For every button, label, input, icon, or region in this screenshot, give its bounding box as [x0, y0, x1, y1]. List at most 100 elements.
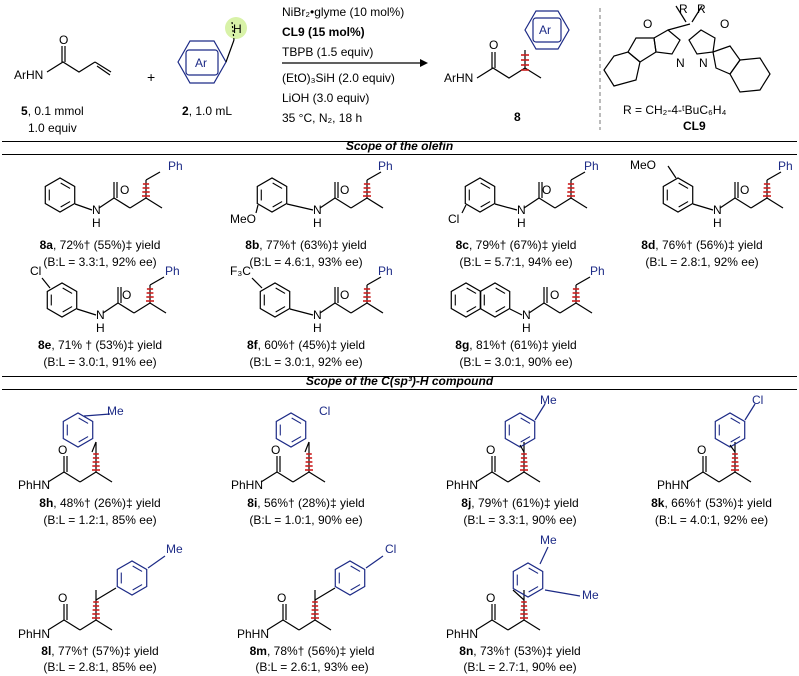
- reactant-5-structure: [46, 46, 112, 76]
- 8h-aryl-ring: [62, 412, 94, 448]
- 8h-caption: 8h, 48%† (26%)‡ yield: [39, 496, 161, 510]
- 8c-ratio: (B:L = 5.7:1, 94% ee): [459, 255, 573, 269]
- 8a-oxygen: O: [120, 183, 130, 197]
- 8d-hydrogen: H: [713, 216, 722, 230]
- 8c-aryl-ring: [464, 177, 496, 213]
- 8l-phhn: PhHN: [18, 627, 51, 641]
- 8i-ratio: (B:L = 1.0:1, 90% ee): [249, 513, 363, 527]
- 8i-cl: Cl: [319, 404, 331, 418]
- 8d-oxygen: O: [740, 183, 750, 197]
- 8a-ph: Ph: [168, 159, 183, 173]
- 8f-aryl-ring: [259, 282, 291, 318]
- 8j-aryl-ring: [504, 412, 536, 448]
- 8c-cl: Cl: [448, 212, 460, 226]
- 8c-oxygen: O: [542, 183, 552, 197]
- 8a-ratio: (B:L = 3.3:1, 92% ee): [43, 255, 157, 269]
- 8a-phenyl-ring: [44, 177, 76, 213]
- 8e-hydrogen: H: [96, 321, 105, 335]
- 8g-ph: Ph: [590, 264, 605, 278]
- 8f-ratio: (B:L = 3.0:1, 92% ee): [249, 355, 363, 369]
- 8c-nitrogen: N: [517, 203, 526, 217]
- 8j-caption: 8j, 79%† (61%)‡ yield: [461, 496, 579, 510]
- 8a-caption: 8a, 72%† (55%)‡ yield: [39, 238, 161, 252]
- 8n-caption: 8n, 73%† (53%)‡ yield: [459, 644, 581, 658]
- ligand-nitrogen-left: N: [676, 56, 685, 70]
- 8f-ph: Ph: [378, 264, 393, 278]
- 8m-phhn: PhHN: [237, 627, 270, 641]
- ligand-oxygen-left: O: [643, 17, 653, 31]
- reactant-5-amount: 5, 0.1 mmol: [21, 104, 84, 118]
- ligand-nitrogen-right: N: [699, 56, 708, 70]
- divider-olefin-bottom: [2, 154, 797, 155]
- 8b-oxygen: O: [340, 183, 350, 197]
- 8n-phhn: PhHN: [446, 627, 479, 641]
- 8c-caption: 8c, 79%† (67%)‡ yield: [455, 238, 577, 252]
- ch-section-header: Scope of the C(sp³)-H compound: [305, 374, 494, 388]
- 8m-ratio: (B:L = 2.6:1, 93% ee): [255, 660, 369, 674]
- 8e-ratio: (B:L = 3.0:1, 91% ee): [43, 355, 157, 369]
- condition-silane: (EtO)₃SiH (2.0 equiv): [282, 71, 395, 85]
- 8f-hydrogen: H: [313, 321, 322, 335]
- 8n-aryl-ring: [512, 562, 544, 598]
- reactant-2-hydrogen: H: [233, 22, 242, 36]
- reaction-scheme: O ArHN 5, 0.1 mmol 1.0 equiv + Ar H 2, 1…: [0, 0, 799, 140]
- 8d-meo: MeO: [630, 158, 657, 172]
- 8j-me: Me: [540, 393, 557, 407]
- 8b-caption: 8b, 77%† (63%)‡ yield: [245, 238, 367, 252]
- 8m-aryl-ring: [334, 560, 366, 596]
- 8k-ratio: (B:L = 4.0:1, 92% ee): [654, 513, 769, 527]
- product-8-oxygen: O: [489, 38, 499, 52]
- 8g-oxygen: O: [550, 288, 560, 302]
- 8l-ratio: (B:L = 2.8:1, 85% ee): [43, 660, 157, 674]
- ligand-r-left: R: [679, 2, 688, 16]
- 8h-ratio: (B:L = 1.2:1, 85% ee): [43, 513, 157, 527]
- 8e-caption: 8e, 71% † (53%)‡ yield: [37, 338, 163, 352]
- 8c-hydrogen: H: [517, 216, 526, 230]
- 8l-caption: 8l, 77%† (57%)‡ yield: [41, 644, 159, 658]
- 8e-ph: Ph: [165, 264, 180, 278]
- ligand-r-right: R: [697, 2, 706, 16]
- condition-base: LiOH (3.0 equiv): [282, 91, 370, 105]
- 8k-cl: Cl: [752, 393, 764, 407]
- 8j-oxygen: O: [486, 443, 496, 457]
- 8j-phhn: PhHN: [446, 478, 479, 492]
- 8e-aryl-ring: [46, 282, 78, 318]
- scheme-separator: [599, 8, 601, 130]
- 8i-oxygen: O: [271, 443, 281, 457]
- 8n-oxygen: O: [486, 591, 496, 605]
- 8g-caption: 8g, 81%† (61%)‡ yield: [455, 338, 577, 352]
- condition-temperature: 35 °C, N₂, 18 h: [282, 111, 363, 125]
- reactant-2-ring-label: Ar: [195, 56, 207, 70]
- 8c-ph: Ph: [584, 159, 599, 173]
- olefin-section-header: Scope of the olefin: [345, 139, 454, 153]
- condition-ligand: CL9 (15 mol%): [282, 25, 365, 39]
- 8d-caption: 8d, 76%† (56%)‡ yield: [641, 238, 763, 252]
- 8b-meo: MeO: [230, 212, 257, 226]
- 8b-aryl-ring: [256, 177, 288, 213]
- 8a-hydrogen: H: [92, 216, 101, 230]
- reaction-conditions: NiBr₂•glyme (10 mol%) CL9 (15 mol%) TBPB…: [282, 2, 432, 128]
- 8j-ratio: (B:L = 3.3:1, 90% ee): [463, 513, 577, 527]
- 8b-ph: Ph: [378, 159, 393, 173]
- 8l-aryl-ring: [116, 560, 148, 596]
- 8e-nitrogen: N: [96, 308, 105, 322]
- 8f-caption: 8f, 60%† (45%)‡ yield: [246, 338, 366, 352]
- 8g-nitrogen: N: [522, 308, 531, 322]
- 8b-ratio: (B:L = 4.6:1, 93% ee): [249, 255, 363, 269]
- 8n-me-right: Me: [582, 588, 599, 602]
- 8m-oxygen: O: [277, 591, 287, 605]
- divider-ch-bottom: [2, 389, 797, 390]
- 8b-nitrogen: N: [313, 203, 322, 217]
- reactant-2-structure: [177, 17, 247, 84]
- 8g-naphthyl-ring-b: [479, 282, 511, 318]
- 8n-ratio: (B:L = 2.7:1, 90% ee): [463, 660, 577, 674]
- 8k-oxygen: O: [697, 443, 707, 457]
- 8m-caption: 8m, 78%† (56%)‡ yield: [249, 644, 375, 658]
- 8k-aryl-ring: [714, 412, 746, 448]
- 8d-aryl-ring: [662, 177, 694, 213]
- reactant-5-arhn: ArHN: [14, 68, 44, 82]
- condition-catalyst: NiBr₂•glyme (10 mol%): [282, 5, 405, 19]
- 8g-hydrogen: H: [522, 321, 531, 335]
- 8g-ratio: (B:L = 3.0:1, 90% ee): [459, 355, 573, 369]
